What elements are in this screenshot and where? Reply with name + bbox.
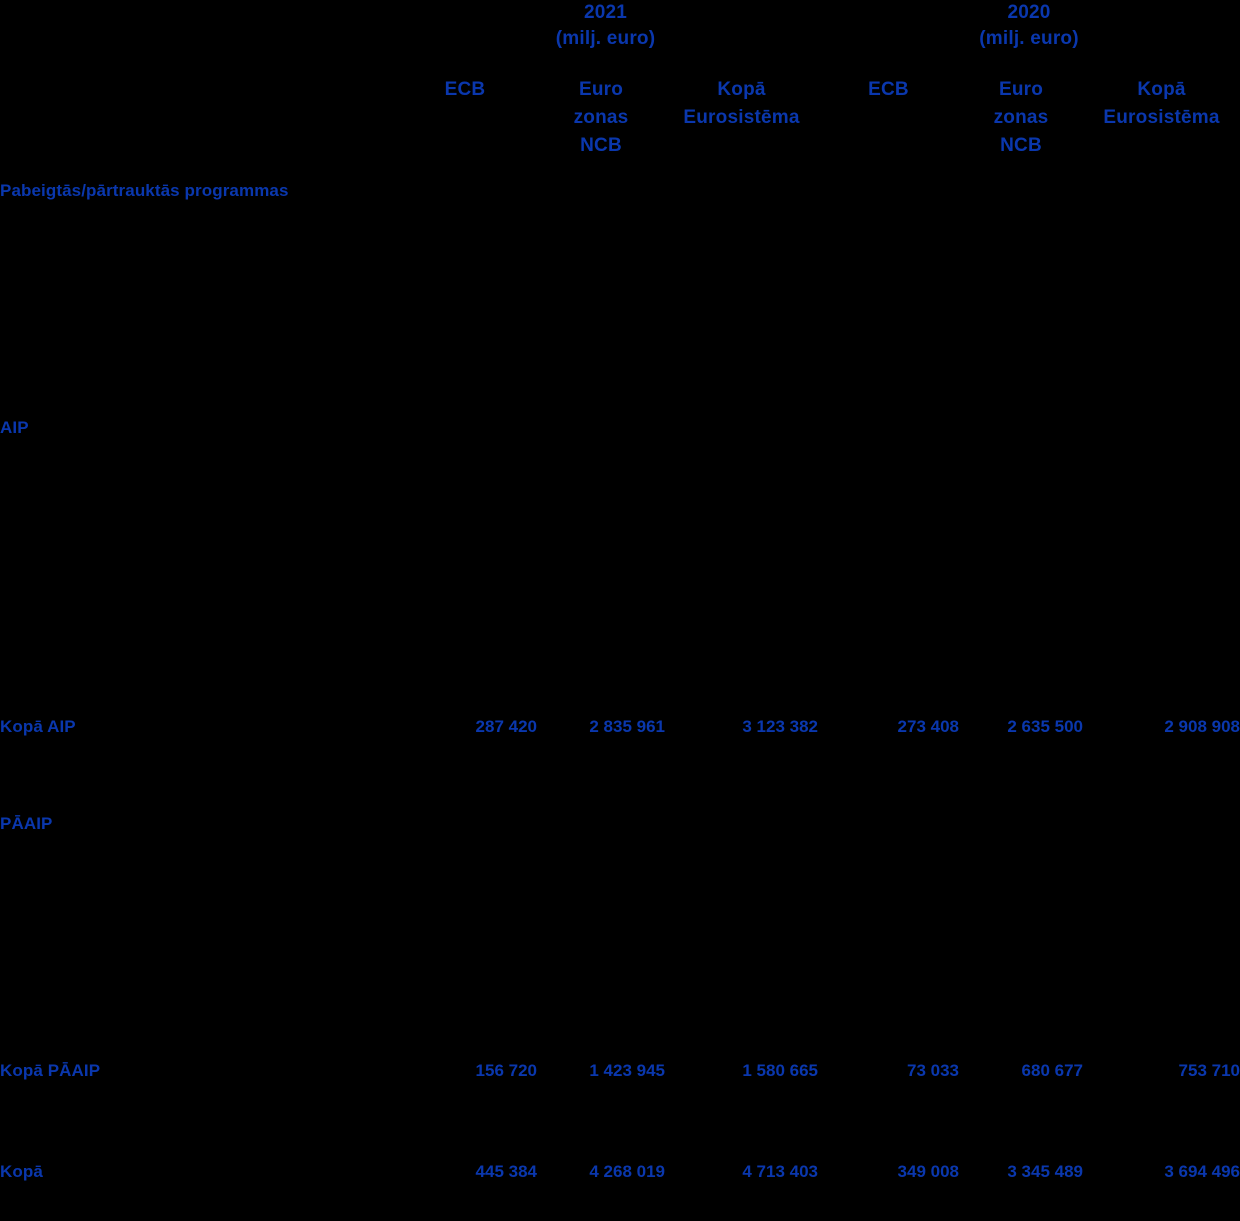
cell-r3-c3 — [818, 814, 959, 1061]
table-row: PĀAIP — [0, 814, 1240, 1061]
header-col-2021-ncb-line2: zonas — [573, 107, 629, 128]
row-label-pepp: PĀAIP — [0, 814, 393, 1061]
cell-r3-c2 — [665, 814, 818, 1061]
header-col-2020-ncb: Euro zonas NCB — [959, 76, 1083, 181]
cell-r1-c5 — [1083, 418, 1240, 717]
row-label-grand-total: Kopā — [0, 1162, 393, 1211]
cell-r2-c0: 287 420 — [393, 717, 537, 814]
header-corner-cell — [0, 0, 393, 76]
cell-r3-c4 — [959, 814, 1083, 1061]
cell-r0-c1 — [537, 181, 665, 418]
table-row: Kopā 445 384 4 268 019 4 713 403 349 008… — [0, 1162, 1240, 1211]
header-col-2021-total-line2: Eurosistēma — [683, 107, 800, 128]
row-label-completed-programmes: Pabeigtās/pārtrauktās programmas — [0, 181, 393, 418]
table-row: Pabeigtās/pārtrauktās programmas — [0, 181, 1240, 418]
header-group-row: 2021 (milj. euro) 2020 (milj. euro) — [0, 0, 1240, 76]
header-col-2020-total-line2: Eurosistēma — [1103, 107, 1220, 128]
cell-r1-c1 — [537, 418, 665, 717]
header-group-2021-unit: (milj. euro) — [555, 28, 656, 49]
header-group-2020: 2020 (milj. euro) — [818, 0, 1240, 76]
table-row: AIP — [0, 418, 1240, 717]
cell-r3-c5 — [1083, 814, 1240, 1061]
cell-r1-c4 — [959, 418, 1083, 717]
cell-r0-c3 — [818, 181, 959, 418]
cell-r1-c3 — [818, 418, 959, 717]
header-group-2020-year: 2020 — [1007, 2, 1051, 23]
header-col-2021-ncb-line3: NCB — [580, 135, 622, 156]
header-subcorner-cell — [0, 76, 393, 181]
cell-r5-c2: 4 713 403 — [665, 1162, 818, 1211]
cell-r2-c3: 273 408 — [818, 717, 959, 814]
cell-r1-c2 — [665, 418, 818, 717]
cell-r4-c5: 753 710 — [1083, 1061, 1240, 1162]
header-col-2020-total-line1: Kopā — [1137, 79, 1186, 100]
header-col-2020-ecb: ECB — [818, 76, 959, 181]
row-label-total-pepp: Kopā PĀAIP — [0, 1061, 393, 1162]
cell-r5-c5: 3 694 496 — [1083, 1162, 1240, 1211]
cell-r2-c2: 3 123 382 — [665, 717, 818, 814]
cell-r3-c0 — [393, 814, 537, 1061]
header-col-2021-total: Kopā Eurosistēma — [665, 76, 818, 181]
cell-r0-c2 — [665, 181, 818, 418]
header-col-2020-ecb-line1: ECB — [868, 79, 909, 100]
row-label-app: AIP — [0, 418, 393, 717]
table-row: Kopā AIP 287 420 2 835 961 3 123 382 273… — [0, 717, 1240, 814]
header-col-2020-ncb-line3: NCB — [1000, 135, 1042, 156]
header-col-2021-ecb: ECB — [393, 76, 537, 181]
header-col-2021-ncb-line1: Euro — [578, 79, 624, 100]
cell-r2-c5: 2 908 908 — [1083, 717, 1240, 814]
cell-r5-c0: 445 384 — [393, 1162, 537, 1211]
cell-r2-c1: 2 835 961 — [537, 717, 665, 814]
header-col-2020-total: Kopā Eurosistēma — [1083, 76, 1240, 181]
header-group-2020-unit: (milj. euro) — [979, 28, 1079, 49]
cell-r1-c0 — [393, 418, 537, 717]
cell-r0-c0 — [393, 181, 537, 418]
cell-r0-c5 — [1083, 181, 1240, 418]
cell-r4-c3: 73 033 — [818, 1061, 959, 1162]
cell-r4-c1: 1 423 945 — [537, 1061, 665, 1162]
header-group-2021-year: 2021 — [583, 2, 628, 23]
cell-r2-c4: 2 635 500 — [959, 717, 1083, 814]
header-col-2021-total-line1: Kopā — [717, 79, 766, 100]
row-label-total-app: Kopā AIP — [0, 717, 393, 814]
cell-r5-c4: 3 345 489 — [959, 1162, 1083, 1211]
header-col-2020-ncb-line1: Euro — [998, 79, 1044, 100]
cell-r4-c4: 680 677 — [959, 1061, 1083, 1162]
cell-r3-c1 — [537, 814, 665, 1061]
cell-r5-c3: 349 008 — [818, 1162, 959, 1211]
table-body: Pabeigtās/pārtrauktās programmas AIP Kop… — [0, 181, 1240, 1211]
header-subcolumn-row: ECB Euro zonas NCB Kopā Eurosistēma ECB … — [0, 76, 1240, 181]
header-col-2021-ncb: Euro zonas NCB — [537, 76, 665, 181]
cell-r4-c0: 156 720 — [393, 1061, 537, 1162]
header-group-2021: 2021 (milj. euro) — [393, 0, 818, 76]
table-row: Kopā PĀAIP 156 720 1 423 945 1 580 665 7… — [0, 1061, 1240, 1162]
cell-r5-c1: 4 268 019 — [537, 1162, 665, 1211]
cell-r4-c2: 1 580 665 — [665, 1061, 818, 1162]
header-col-2020-ncb-line2: zonas — [993, 107, 1049, 128]
cell-r0-c4 — [959, 181, 1083, 418]
header-col-2021-ecb-line1: ECB — [444, 79, 486, 100]
table-header: 2021 (milj. euro) 2020 (milj. euro) ECB … — [0, 0, 1240, 181]
